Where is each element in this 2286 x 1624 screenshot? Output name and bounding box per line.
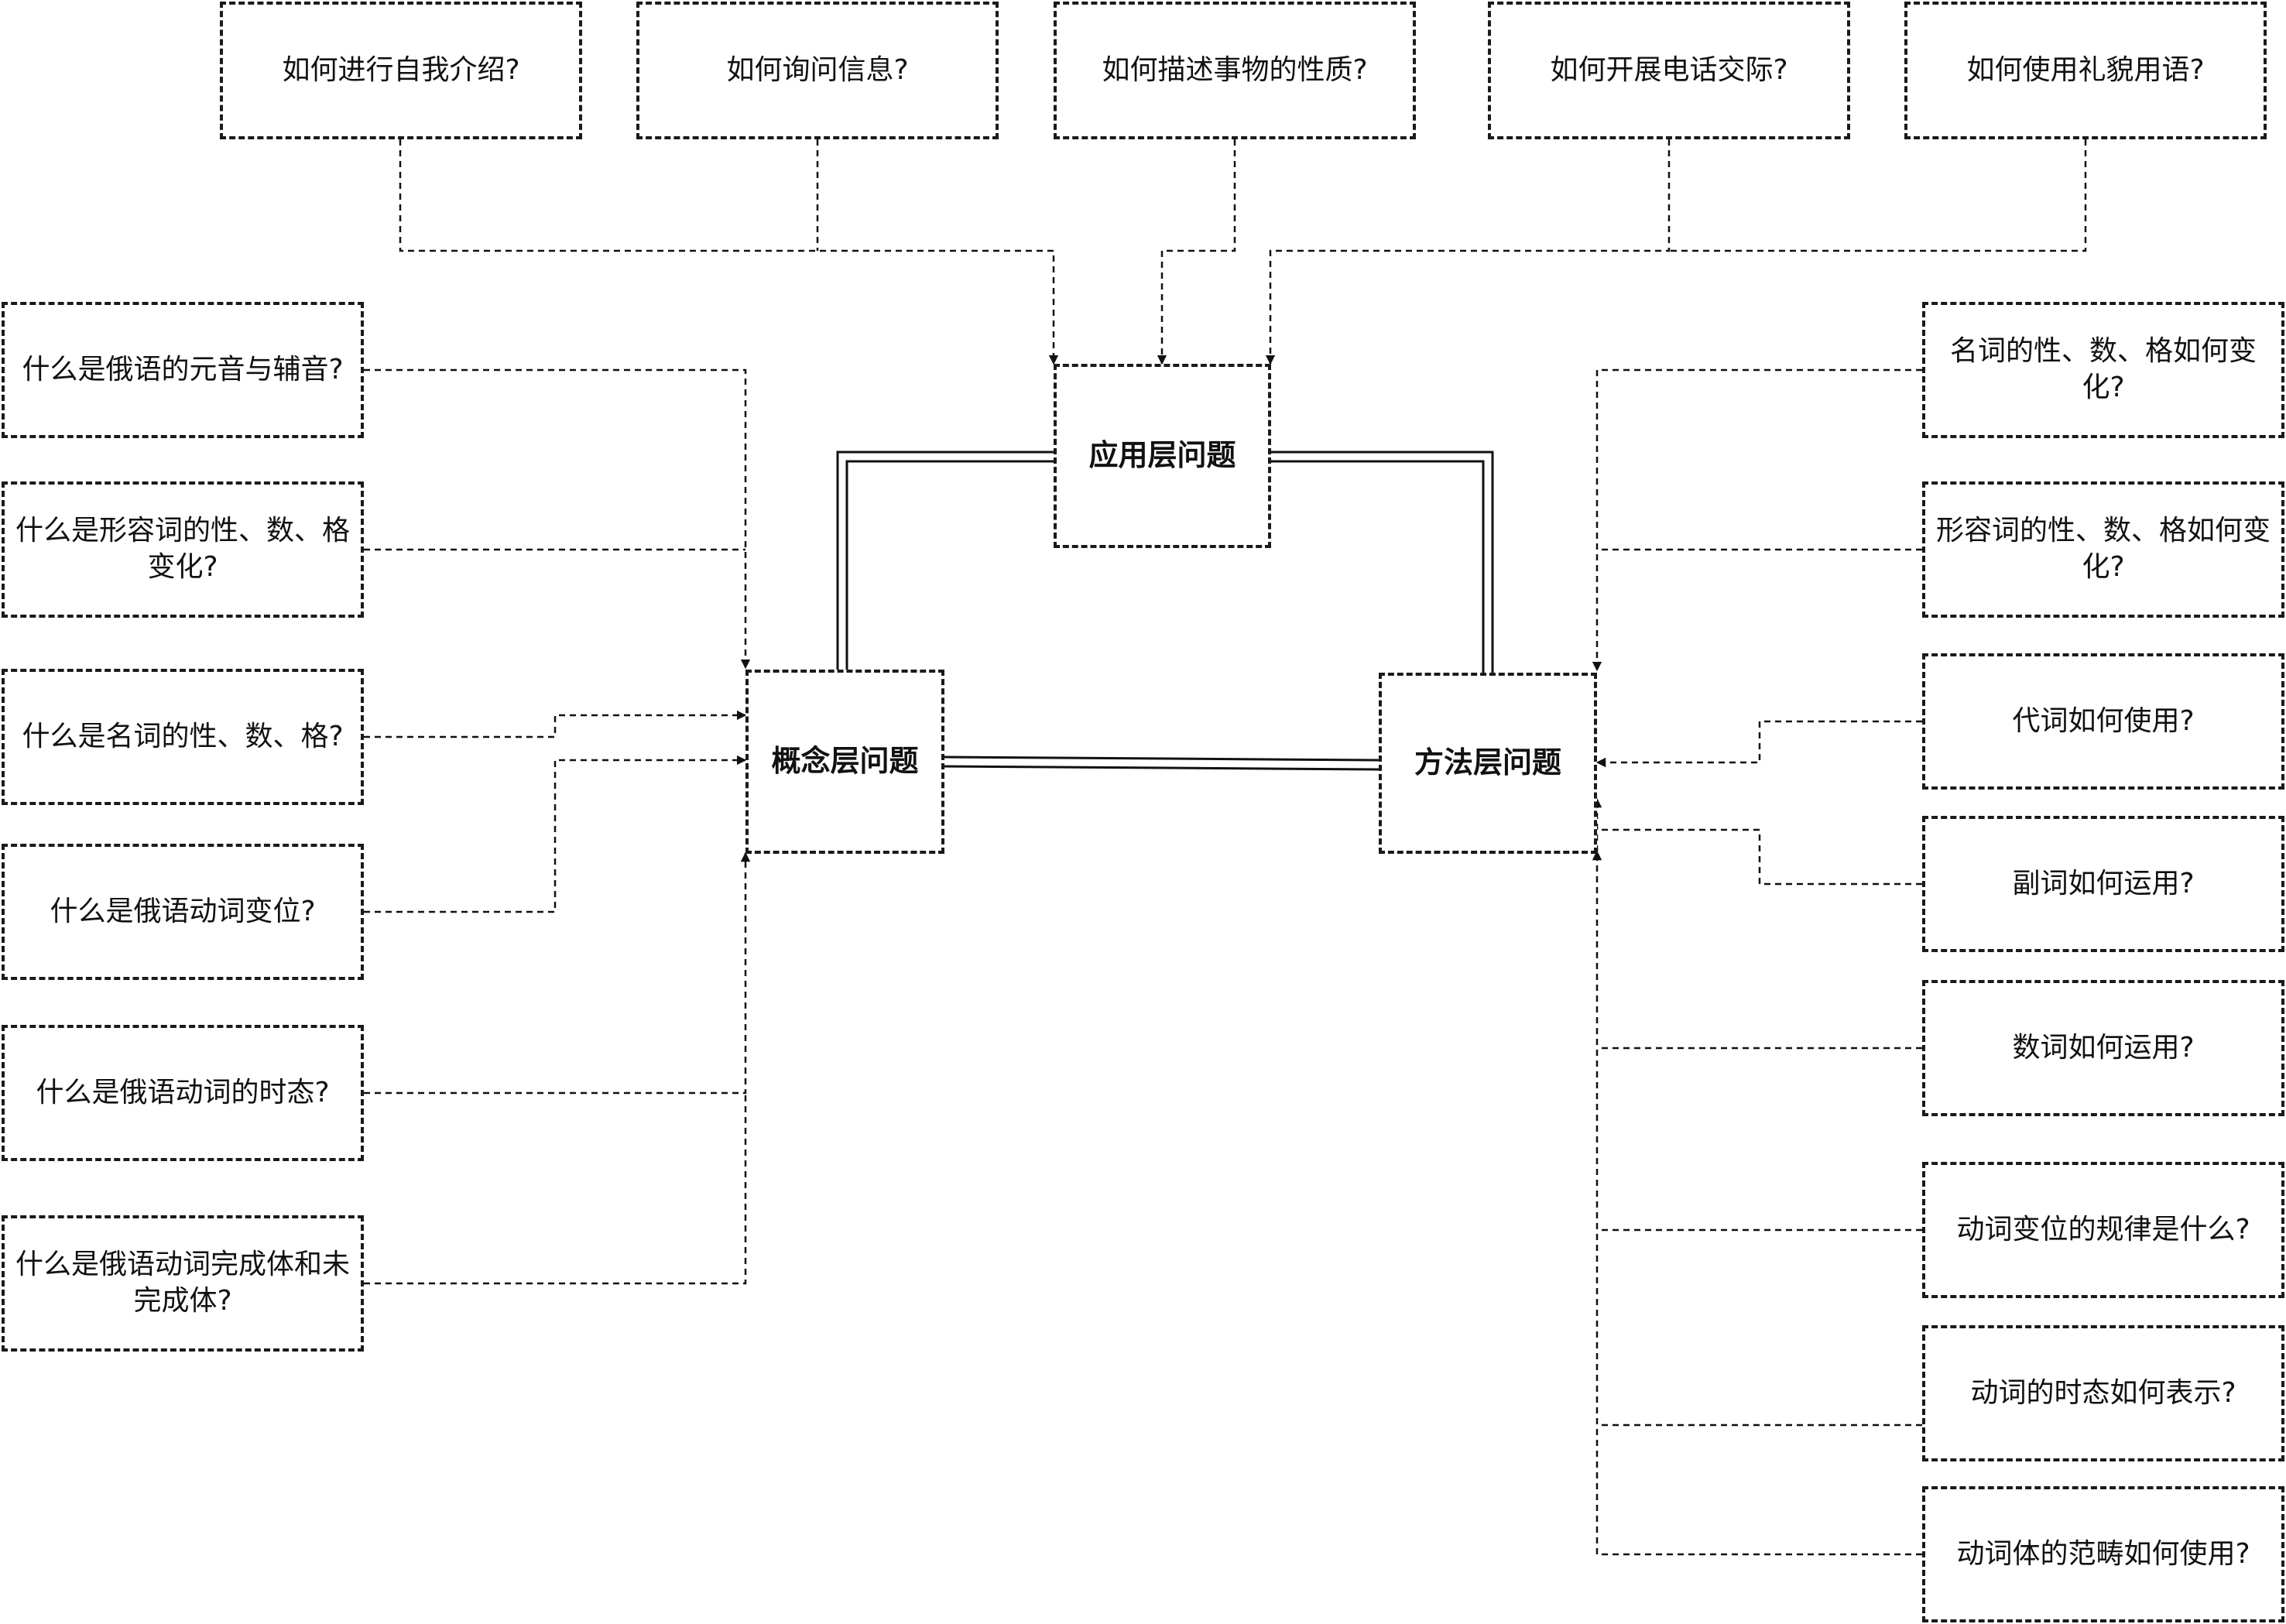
- connector: [364, 368, 751, 670]
- connector: [1157, 139, 1236, 365]
- left-question-node: 什么是俄语动词的时态?: [2, 1025, 364, 1161]
- right-question-label: 动词的时态如何表示?: [1970, 1376, 2236, 1409]
- right-connectors: [1582, 368, 1922, 1556]
- connector: [1669, 139, 2087, 252]
- left-question-label: 什么是俄语动词完成体和未完成体?: [15, 1249, 350, 1317]
- right-question-label: 形容词的性、数、格如何变化?: [1935, 515, 2271, 583]
- right-question-label: 名词的性、数、格如何变化?: [1949, 335, 2257, 403]
- top-question-label: 如何开展电话交际?: [1550, 53, 1788, 86]
- right-question-node: 动词变位的规律是什么?: [1922, 1162, 2284, 1298]
- link-concept-method: [944, 765, 1379, 771]
- connector: [364, 710, 747, 738]
- right-question-node: 代词如何使用?: [1922, 653, 2284, 790]
- left-question-node: 什么是俄语动词变位?: [2, 844, 364, 980]
- connector: [1592, 850, 1922, 1556]
- left-question-node: 什么是俄语动词完成体和未完成体?: [2, 1215, 364, 1352]
- application-layer-node: 应用层问题: [1054, 364, 1271, 548]
- top-question-label: 如何进行自我介绍?: [282, 53, 520, 86]
- method-layer-label: 方法层问题: [1414, 745, 1561, 780]
- left-question-node: 什么是俄语的元音与辅音?: [2, 302, 364, 438]
- core-links: [836, 451, 1494, 771]
- link-concept-application: [845, 460, 1054, 670]
- connector: [1595, 720, 1922, 768]
- top-connectors: [399, 139, 2087, 365]
- left-question-label: 什么是俄语动词的时态?: [36, 1076, 330, 1108]
- right-question-label: 数词如何运用?: [2012, 1031, 2195, 1064]
- top-question-node: 如何进行自我介绍?: [220, 2, 582, 139]
- concept-layer-label: 概念层问题: [771, 744, 919, 779]
- right-question-label: 代词如何使用?: [2012, 704, 2195, 737]
- right-question-node: 形容词的性、数、格如何变化?: [1922, 481, 2284, 618]
- link-application-method: [1271, 451, 1494, 673]
- top-question-label: 如何询问信息?: [726, 53, 909, 86]
- right-question-label: 动词体的范畴如何使用?: [1956, 1537, 2250, 1570]
- right-question-node: 动词体的范畴如何使用?: [1922, 1486, 2284, 1622]
- connector: [1592, 368, 1922, 672]
- top-question-node: 如何描述事物的性质?: [1054, 2, 1416, 139]
- right-question-label: 副词如何运用?: [2012, 867, 2195, 899]
- connector: [1582, 824, 1922, 886]
- right-question-node: 副词如何运用?: [1922, 816, 2284, 952]
- connector: [399, 139, 1059, 365]
- top-question-node: 如何询问信息?: [636, 2, 999, 139]
- left-question-label: 什么是名词的性、数、格?: [22, 720, 344, 752]
- top-question-label: 如何描述事物的性质?: [1102, 53, 1368, 86]
- left-question-label: 什么是俄语的元音与辅音?: [22, 353, 344, 385]
- right-question-node: 动词的时态如何表示?: [1922, 1325, 2284, 1461]
- top-question-label: 如何使用礼貌用语?: [1966, 53, 2205, 86]
- left-question-node: 什么是名词的性、数、格?: [2, 669, 364, 805]
- top-question-node: 如何开展电话交际?: [1488, 2, 1850, 139]
- right-question-node: 名词的性、数、格如何变化?: [1922, 302, 2284, 438]
- method-layer-node: 方法层问题: [1379, 673, 1597, 854]
- link-application-method: [1271, 460, 1485, 673]
- right-question-label: 动词变位的规律是什么?: [1956, 1213, 2250, 1245]
- link-concept-application: [836, 451, 1054, 670]
- connector: [1265, 139, 1671, 365]
- left-question-node: 什么是形容词的性、数、格变化?: [2, 481, 364, 618]
- right-question-node: 数词如何运用?: [1922, 980, 2284, 1116]
- application-layer-label: 应用层问题: [1088, 438, 1236, 473]
- left-question-label: 什么是形容词的性、数、格变化?: [15, 515, 350, 583]
- left-connectors: [364, 368, 751, 1285]
- concept-layer-node: 概念层问题: [745, 670, 944, 854]
- connector: [364, 755, 747, 913]
- top-question-node: 如何使用礼貌用语?: [1904, 2, 2267, 139]
- link-concept-method: [944, 755, 1379, 762]
- connector: [364, 1093, 747, 1285]
- left-question-label: 什么是俄语动词变位?: [50, 895, 316, 927]
- connector: [364, 851, 751, 1095]
